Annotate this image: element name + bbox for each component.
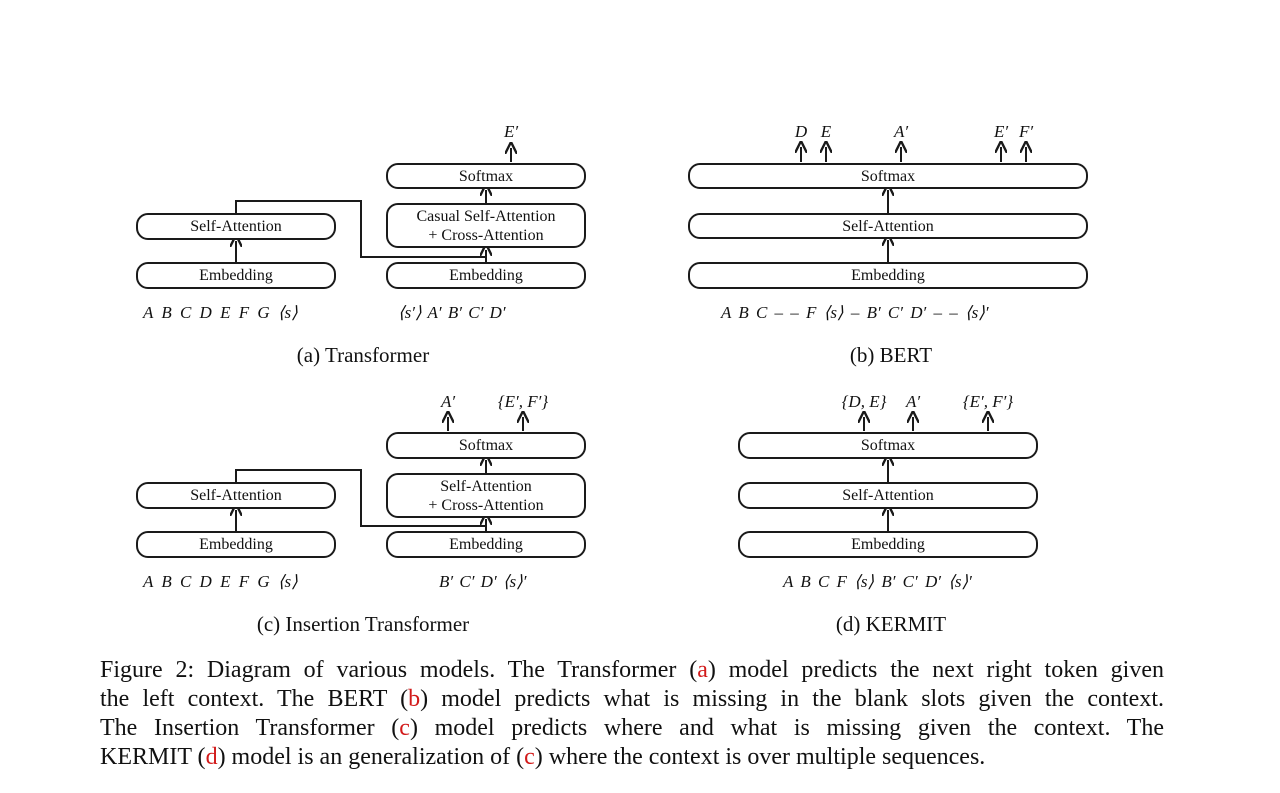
a-decoder-input-sequence: ⟨s′⟩ A′ B′ C′ D′ xyxy=(398,303,506,322)
figure-caption: Figure 2: Diagram of various models. The… xyxy=(100,656,1164,772)
b-embedding-label: Embedding xyxy=(851,267,925,284)
a-decoder-embedding-box: Embedding xyxy=(386,262,586,289)
a-decoder-embedding-label: Embedding xyxy=(449,267,523,284)
c-output-token-set-ef-prime: {E′, F′} xyxy=(497,392,549,411)
d-softmax-box: Softmax xyxy=(738,432,1038,459)
caption-text: the left context. The BERT ( xyxy=(100,686,409,712)
b-output-token-f-prime: F′ xyxy=(1018,122,1034,141)
a-encoder-embedding-label: Embedding xyxy=(199,267,273,284)
caption-reference-c[interactable]: c xyxy=(399,715,410,741)
b-output-token-e-prime: E′ xyxy=(993,122,1009,141)
c-decoder-attention-label-line1: Self-Attention xyxy=(440,477,532,495)
caption-text: ) model is an generalization of ( xyxy=(217,744,525,770)
a-subfigure-caption: (a) Transformer xyxy=(296,343,430,367)
caption-line-2: the left context. The BERT (b) model pre… xyxy=(100,685,1164,714)
d-self-attention-box: Self-Attention xyxy=(738,482,1038,509)
c-encoder-self-attention-box: Self-Attention xyxy=(136,482,336,509)
a-encoder-input-sequence: A B C D E F G ⟨s⟩ xyxy=(143,303,298,322)
caption-reference-b[interactable]: b xyxy=(408,686,421,712)
b-self-attention-label: Self-Attention xyxy=(842,217,934,235)
b-output-token-d: D xyxy=(794,122,808,141)
caption-text: KERMIT ( xyxy=(100,744,206,770)
b-input-sequence: A B C – – F ⟨s⟩ – B′ C′ D′ – – ⟨s⟩′ xyxy=(721,303,989,322)
c-subfigure-caption: (c) Insertion Transformer xyxy=(256,612,470,636)
a-output-token: E′ xyxy=(503,122,519,141)
b-softmax-label: Softmax xyxy=(860,167,916,185)
c-decoder-embedding-box: Embedding xyxy=(386,531,586,558)
b-output-token-e: E xyxy=(820,122,832,141)
c-decoder-embedding-label: Embedding xyxy=(449,536,523,553)
d-output-token-a-prime: A′ xyxy=(905,392,921,411)
d-output-token-set-de: {D, E} xyxy=(841,392,887,411)
caption-line-1: Figure 2: Diagram of various models. The… xyxy=(100,656,1164,685)
b-subfigure-caption: (b) BERT xyxy=(849,343,933,367)
c-decoder-softmax-label: Softmax xyxy=(458,437,514,454)
caption-text: ) model predicts where and what is missi… xyxy=(409,715,1164,741)
caption-text: Figure 2: Diagram of various models. The… xyxy=(100,657,698,683)
caption-text: ) model predicts the next right token gi… xyxy=(707,657,1164,683)
b-self-attention-box: Self-Attention xyxy=(688,213,1088,239)
b-embedding-box: Embedding xyxy=(688,262,1088,289)
caption-text: ) where the context is over multiple seq… xyxy=(534,744,986,770)
a-decoder-softmax-box: Softmax xyxy=(386,163,586,189)
d-self-attention-label: Self-Attention xyxy=(842,487,934,504)
d-subfigure-caption: (d) KERMIT xyxy=(835,612,947,636)
caption-reference-a[interactable]: a xyxy=(697,657,708,683)
caption-text: The Insertion Transformer ( xyxy=(100,715,400,741)
d-input-sequence: A B C F ⟨s⟩ B′ C′ D′ ⟨s⟩′ xyxy=(783,572,972,591)
b-softmax-box: Softmax xyxy=(688,163,1088,189)
a-encoder-self-attention-box: Self-Attention xyxy=(136,213,336,240)
c-decoder-attention-label-line2: + Cross-Attention xyxy=(428,496,544,514)
c-encoder-self-attention-label: Self-Attention xyxy=(190,487,282,504)
c-encoder-embedding-label: Embedding xyxy=(199,536,273,553)
caption-line-3: The Insertion Transformer (c) model pred… xyxy=(100,714,1164,743)
caption-text: ) model predicts what is missing in the … xyxy=(420,686,1164,712)
c-decoder-input-sequence: B′ C′ D′ ⟨s⟩′ xyxy=(439,572,527,591)
a-decoder-attention-label-line2: + Cross-Attention xyxy=(428,226,544,244)
c-decoder-softmax-box: Softmax xyxy=(386,432,586,459)
a-decoder-softmax-label: Softmax xyxy=(458,167,514,185)
caption-line-4: KERMIT (d) model is an generalization of… xyxy=(100,743,1164,772)
d-output-token-set-ef-prime: {E′, F′} xyxy=(962,392,1014,411)
c-encoder-embedding-box: Embedding xyxy=(136,531,336,558)
a-decoder-attention-box: Casual Self-Attention + Cross-Attention xyxy=(386,203,586,248)
d-embedding-box: Embedding xyxy=(738,531,1038,558)
d-embedding-label: Embedding xyxy=(851,536,925,553)
caption-reference-c[interactable]: c xyxy=(524,744,535,770)
a-encoder-self-attention-label: Self-Attention xyxy=(190,218,282,235)
d-softmax-label: Softmax xyxy=(860,437,916,454)
c-encoder-input-sequence: A B C D E F G ⟨s⟩ xyxy=(143,572,298,591)
a-decoder-attention-label-line1: Casual Self-Attention xyxy=(416,207,556,225)
c-decoder-attention-box: Self-Attention + Cross-Attention xyxy=(386,473,586,518)
b-output-token-a-prime: A′ xyxy=(893,122,909,141)
caption-reference-d[interactable]: d xyxy=(205,744,218,770)
c-output-token-a-prime: A′ xyxy=(440,392,456,411)
a-encoder-embedding-box: Embedding xyxy=(136,262,336,289)
